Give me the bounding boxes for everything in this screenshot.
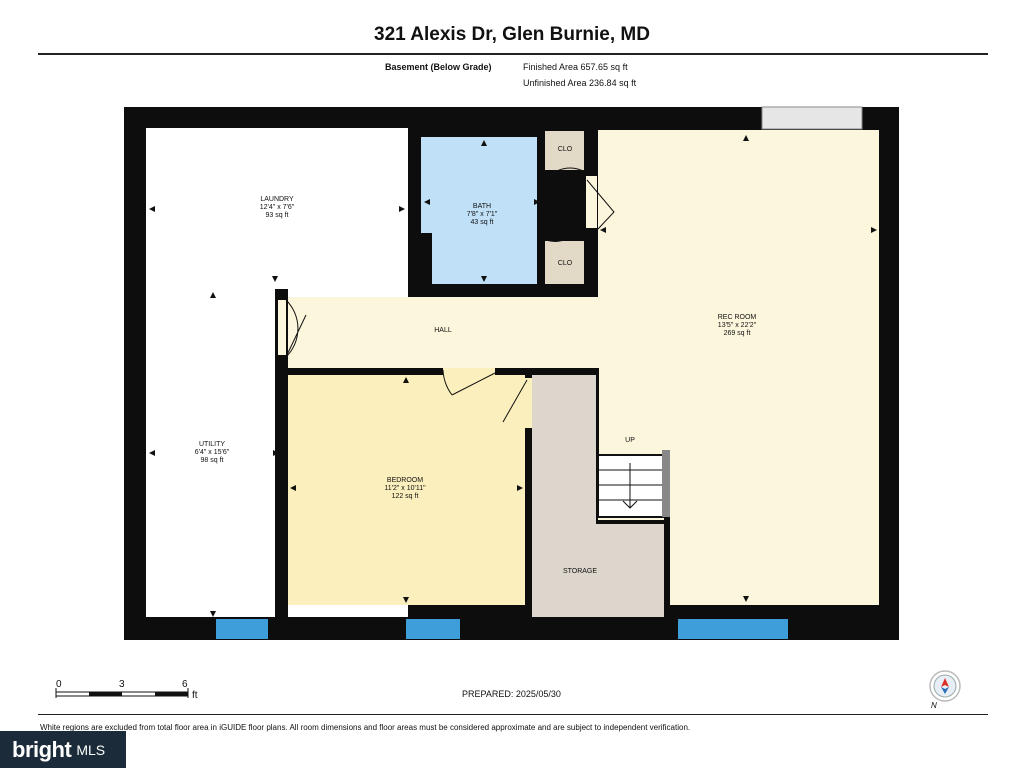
scale-tick-6: 6 xyxy=(182,679,188,690)
scale-tick-0: 0 xyxy=(56,679,62,690)
stairs xyxy=(597,450,670,518)
closet-lower xyxy=(545,241,584,287)
windows xyxy=(216,106,863,639)
closet-upper xyxy=(545,131,584,170)
storage-floor xyxy=(532,375,664,617)
unfinished-area: Unfinished Area 236.84 sq ft xyxy=(523,78,637,88)
scale-unit: ft xyxy=(192,690,198,701)
scale-bar xyxy=(55,688,189,698)
room-label-closet-upper: CLO xyxy=(557,146,573,153)
room-label-closet-lower: CLO xyxy=(557,260,573,267)
disclaimer-text: White regions are excluded from total fl… xyxy=(40,723,691,732)
logo-suffix: MLS xyxy=(76,741,106,758)
brand-logo: bright MLS xyxy=(0,731,126,768)
interior-walls xyxy=(275,128,670,620)
finished-area: Finished Area 657.65 sq ft xyxy=(523,62,628,72)
bedroom-floor xyxy=(288,375,525,605)
scale-tick-3: 3 xyxy=(119,679,125,690)
logo-brand: bright xyxy=(12,736,72,762)
room-label-hall: HALL xyxy=(434,327,452,334)
bath-floor xyxy=(421,137,541,284)
compass-icon xyxy=(929,670,961,702)
property-address: 321 Alexis Dr, Glen Burnie, MD xyxy=(374,24,650,45)
hall-rec-floor xyxy=(288,130,879,605)
compass-north-label: N xyxy=(931,701,937,710)
prepared-date: PREPARED: 2025/05/30 xyxy=(462,689,561,699)
footer-divider xyxy=(38,714,988,715)
dimension-markers xyxy=(149,135,877,617)
level-label: Basement (Below Grade) xyxy=(385,62,492,72)
room-label-storage: STORAGE xyxy=(562,568,598,575)
header-divider xyxy=(38,53,988,55)
doors xyxy=(278,167,615,428)
stairs-up-label: UP xyxy=(625,437,635,444)
